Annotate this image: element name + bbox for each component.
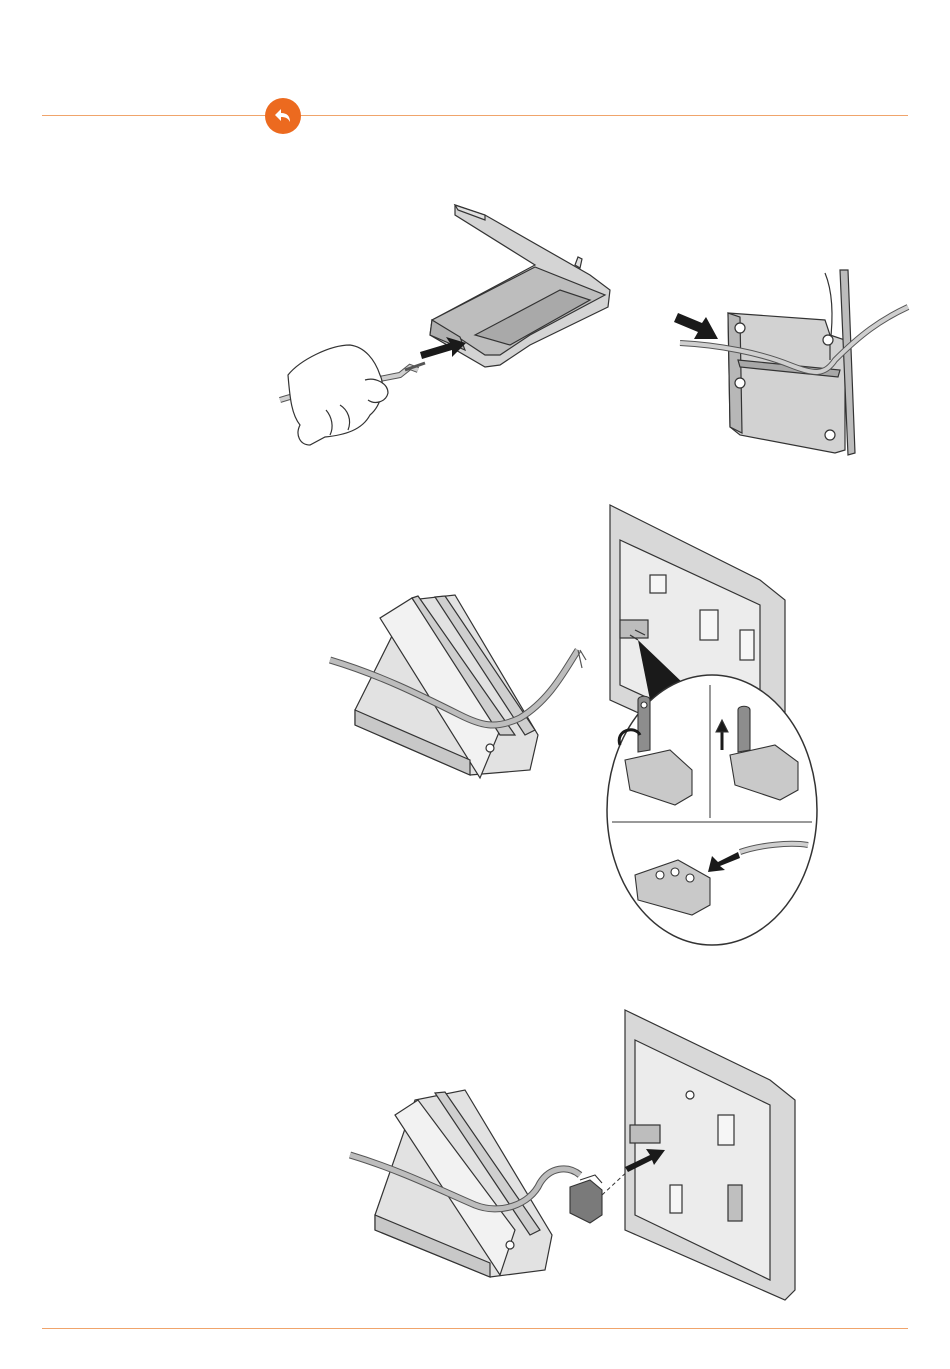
desk-stand-part (350, 1090, 580, 1277)
hand-holding-cable (280, 345, 425, 445)
wall-bracket-part (680, 270, 908, 455)
figure-terminal-block-wiring (320, 500, 820, 950)
illustration-step-3 (340, 1005, 810, 1305)
illustration-step-2 (320, 500, 820, 950)
detail-magnifier (607, 675, 817, 945)
figure-connector-plug-in (340, 1005, 810, 1305)
slide-arrow-icon (674, 313, 718, 339)
figure-cable-through-stand-base (270, 195, 910, 465)
illustration-step-1 (270, 195, 910, 465)
desk-stand-part (330, 595, 586, 778)
header-divider (42, 115, 908, 116)
back-button[interactable] (265, 98, 301, 134)
return-arrow-icon (273, 107, 293, 125)
footer-divider (42, 1328, 908, 1329)
terminal-connector-part (570, 1175, 602, 1223)
